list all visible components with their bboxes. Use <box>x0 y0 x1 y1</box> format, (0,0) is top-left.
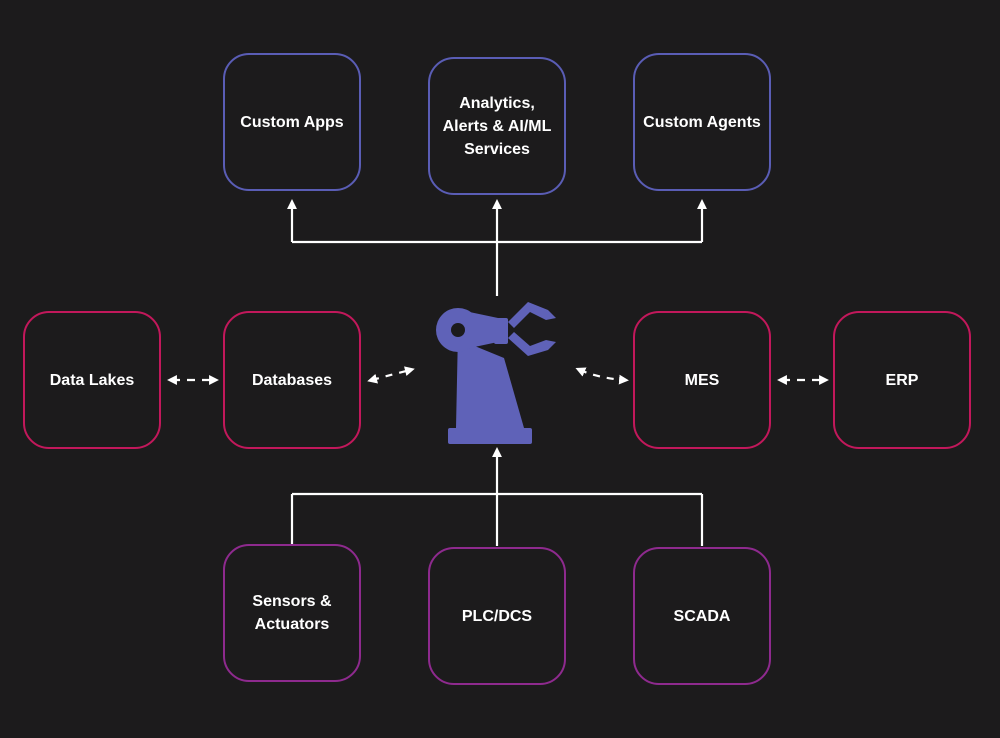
scada-box: SCADA <box>633 547 771 685</box>
link-databases-hub <box>367 366 415 384</box>
erp-box: ERP <box>833 311 971 449</box>
custom-apps-label: Custom Apps <box>240 113 344 131</box>
mes-box: MES <box>633 311 771 449</box>
custom-agents-label: Custom Agents <box>643 113 761 131</box>
plc-dcs-box: PLC/DCS <box>428 547 566 685</box>
link-hub-mes <box>575 367 629 385</box>
custom-apps-box: Custom Apps <box>223 53 361 191</box>
analytics-box: Analytics, Alerts & AI/ML Services <box>428 57 566 195</box>
data-lakes-box: Data Lakes <box>23 311 161 449</box>
sensors-actuators-box: Sensors & Actuators <box>223 544 361 682</box>
sensors-actuators-label: Sensors & Actuators <box>252 593 332 633</box>
analytics-label: Analytics, Alerts & AI/ML Services <box>442 94 552 158</box>
mes-label: MES <box>684 371 720 389</box>
plc-dcs-label: PLC/DCS <box>461 607 533 625</box>
robot-arm-icon <box>436 302 556 444</box>
scada-label: SCADA <box>673 607 731 625</box>
erp-label: ERP <box>885 371 919 389</box>
databases-box: Databases <box>223 311 361 449</box>
data-lakes-label: Data Lakes <box>49 371 135 389</box>
databases-label: Databases <box>251 371 333 389</box>
custom-agents-box: Custom Agents <box>633 53 771 191</box>
